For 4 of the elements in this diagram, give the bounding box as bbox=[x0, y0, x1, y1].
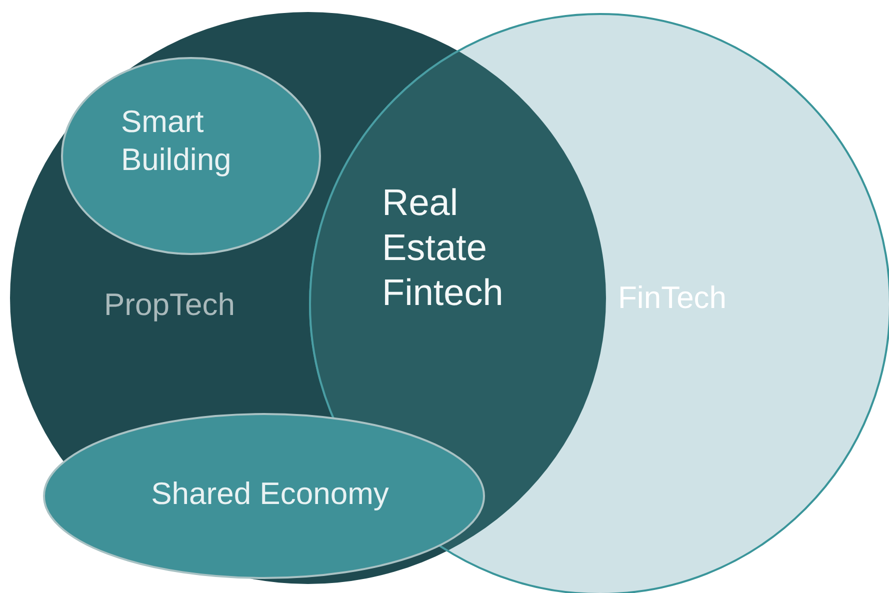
venn-label: Shared Economy bbox=[150, 475, 390, 513]
venn-label: Smart Building bbox=[121, 103, 232, 179]
venn-label: PropTech bbox=[104, 286, 236, 324]
venn-label: Real Estate Fintech bbox=[382, 181, 504, 316]
